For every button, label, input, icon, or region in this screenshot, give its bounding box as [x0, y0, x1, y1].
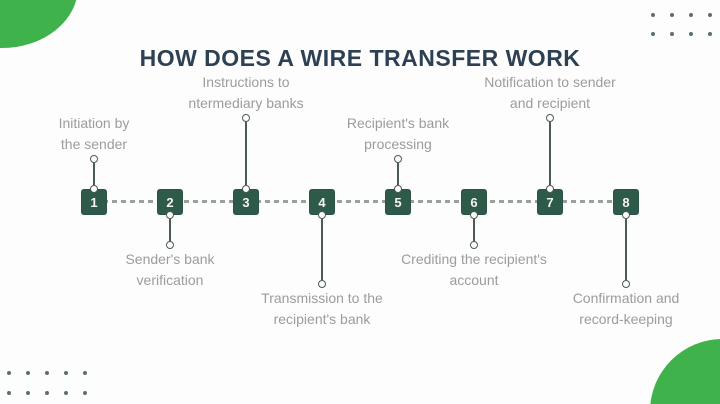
- connector-dot: [470, 241, 478, 249]
- connector-dot: [394, 155, 402, 163]
- step-label-line: Crediting the recipient's: [401, 251, 547, 267]
- step-number: 2: [166, 194, 174, 210]
- step-label-line: and recipient: [509, 95, 591, 111]
- decor-dot: [64, 391, 68, 395]
- decor-dot: [26, 371, 30, 375]
- step-label: Notification to sender and recipient: [450, 72, 650, 114]
- decor-dot: [7, 391, 11, 395]
- step-label: Transmission to the recipient's bank: [222, 288, 422, 330]
- decor-dot: [7, 371, 11, 375]
- connector-dot: [166, 211, 174, 219]
- step-label: Initiation by the sender: [0, 113, 194, 155]
- decor-dot: [651, 32, 655, 36]
- step-label: Sender's bank verification: [70, 249, 270, 291]
- decor-dot: [651, 13, 655, 17]
- timeline-dashed-line: [94, 200, 626, 203]
- decor-dot: [689, 13, 693, 17]
- connector-dot: [546, 185, 554, 193]
- connector-dot: [622, 280, 630, 288]
- step-number: 5: [394, 194, 402, 210]
- step-number-box: 2: [157, 189, 183, 215]
- connector-line: [245, 122, 247, 185]
- step-label-line: ntermediary banks: [188, 95, 304, 111]
- step-label-line: Notification to sender: [484, 74, 616, 90]
- step-label-line: the sender: [60, 136, 128, 152]
- corner-circle-top-left: [0, 0, 78, 48]
- decor-dot: [83, 391, 87, 395]
- decor-dot: [670, 32, 674, 36]
- step-label-line: record-keeping: [579, 311, 673, 327]
- connector-line: [473, 219, 475, 241]
- step-number: 6: [470, 194, 478, 210]
- corner-circle-bottom-right: [650, 339, 720, 404]
- step-number: 8: [622, 194, 630, 210]
- page-title: HOW DOES A WIRE TRANSFER WORK: [139, 45, 581, 72]
- step-label: Instructions to ntermediary banks: [146, 72, 346, 114]
- connector-dot: [622, 211, 630, 219]
- step-number: 3: [242, 194, 250, 210]
- connector-dot: [318, 280, 326, 288]
- connector-dot: [546, 114, 554, 122]
- decor-dot: [670, 13, 674, 17]
- connector-line: [397, 163, 399, 185]
- decor-dot: [83, 371, 87, 375]
- connector-dot: [242, 114, 250, 122]
- step-label-line: verification: [136, 272, 204, 288]
- step-number-box: 8: [613, 189, 639, 215]
- step-label: Confirmation and record-keeping: [526, 288, 720, 330]
- decor-dot: [45, 371, 49, 375]
- step-label-line: Transmission to the: [261, 290, 383, 306]
- decor-dot: [708, 32, 712, 36]
- connector-dot: [318, 211, 326, 219]
- decor-dot: [708, 13, 712, 17]
- step-label-line: processing: [364, 136, 432, 152]
- step-label-line: recipient's bank: [273, 311, 371, 327]
- step-label-line: account: [449, 272, 499, 288]
- step-label-line: Recipient's bank: [346, 115, 450, 131]
- step-number-box: 3: [233, 189, 259, 215]
- step-number-box: 1: [81, 189, 107, 215]
- step-number-box: 4: [309, 189, 335, 215]
- step-number: 1: [90, 194, 98, 210]
- decor-dot: [689, 32, 693, 36]
- step-number-box: 5: [385, 189, 411, 215]
- step-label-line: Instructions to: [202, 74, 290, 90]
- step-number: 7: [546, 194, 554, 210]
- connector-dot: [470, 211, 478, 219]
- step-number: 4: [318, 194, 326, 210]
- connector-dot: [394, 185, 402, 193]
- connector-line: [321, 219, 323, 280]
- connector-line: [549, 122, 551, 185]
- decor-dot: [26, 391, 30, 395]
- connector-line: [625, 219, 627, 280]
- step-label-line: Sender's bank: [125, 251, 215, 267]
- step-label-line: Confirmation and: [572, 290, 680, 306]
- decor-dot: [45, 391, 49, 395]
- step-label: Crediting the recipient's account: [374, 249, 574, 291]
- step-number-box: 7: [537, 189, 563, 215]
- connector-dot: [90, 155, 98, 163]
- connector-dot: [242, 185, 250, 193]
- decor-dot: [64, 371, 68, 375]
- connector-dot: [166, 241, 174, 249]
- connector-dot: [90, 185, 98, 193]
- connector-line: [93, 163, 95, 185]
- step-label: Recipient's bank processing: [298, 113, 498, 155]
- step-label-line: Initiation by: [58, 115, 130, 131]
- step-number-box: 6: [461, 189, 487, 215]
- connector-line: [169, 219, 171, 241]
